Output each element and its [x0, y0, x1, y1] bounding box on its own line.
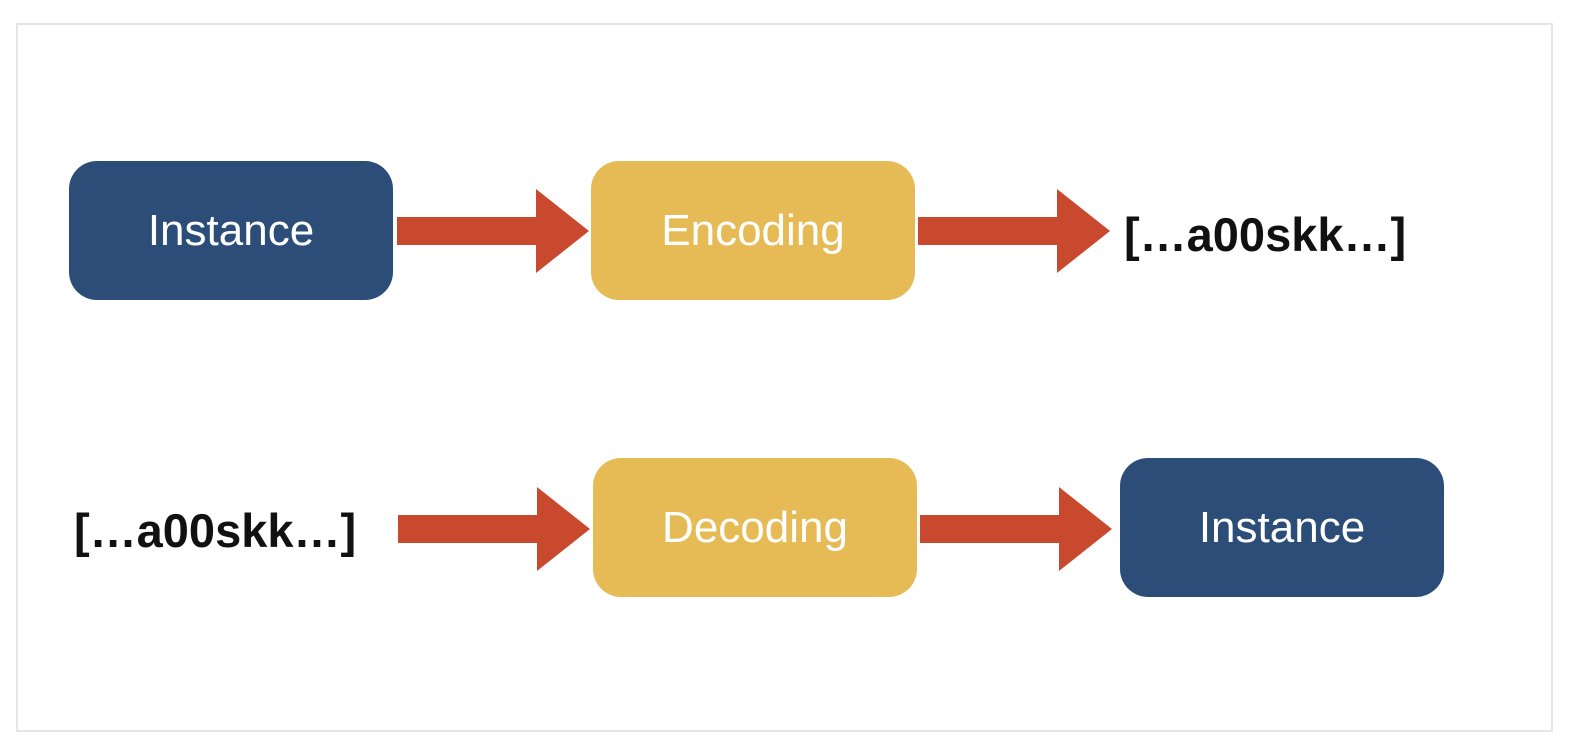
- instance-result-label: Instance: [1198, 502, 1366, 552]
- arrow-icon-instance-to-encoding: [397, 189, 589, 273]
- arrow-icon-code-to-decoding: [398, 487, 590, 571]
- encoding-label: Encoding: [661, 205, 845, 255]
- arrow-icon-decoding-to-instance: [920, 487, 1112, 571]
- arrow-icon-encoding-to-code: [918, 189, 1110, 273]
- encoded-code-text: […a00skk…]: [1124, 208, 1407, 261]
- decoding-input-code-text: […a00skk…]: [74, 504, 357, 557]
- instance-label: Instance: [147, 205, 315, 255]
- instance-box-encoding: Instance: [69, 161, 393, 300]
- instance-box-decoding: Instance: [1120, 458, 1444, 597]
- decoding-box: Decoding: [593, 458, 917, 597]
- encoding-box: Encoding: [591, 161, 915, 300]
- diagram-frame: [16, 23, 1553, 732]
- decoding-label: Decoding: [662, 502, 848, 552]
